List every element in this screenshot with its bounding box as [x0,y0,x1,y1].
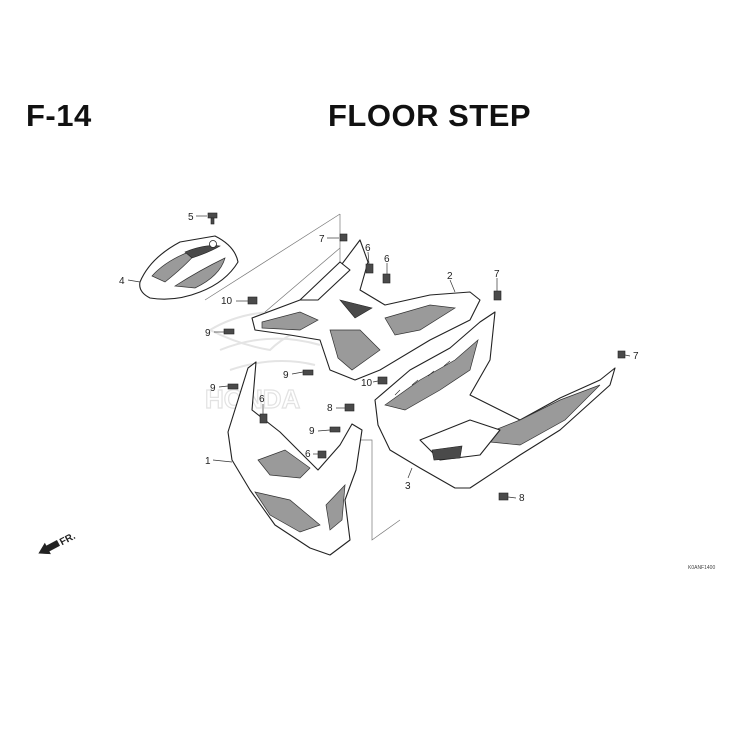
fasteners [207,212,626,501]
leader-lines [127,215,631,499]
callout-10a: 10 [221,296,233,307]
clip-6d [317,450,327,459]
part-3-floor-step [374,311,616,489]
clip-6a [365,263,374,274]
callout-6c: 6 [259,394,265,405]
callout-4: 4 [119,276,125,287]
callout-8a: 8 [327,403,333,414]
callout-8b: 8 [519,493,525,504]
callout-1: 1 [205,456,211,467]
callout-2: 2 [447,271,453,282]
callout-6a: 6 [365,243,371,254]
part-4-top-cover [139,235,239,300]
screw-10a [247,296,258,305]
part-1-front-cover [227,361,363,556]
clip-7a [339,233,348,242]
callout-7b: 7 [494,269,500,280]
clip-6c [259,413,268,424]
callout-5: 5 [188,212,194,223]
page-code: F-14 [26,98,92,133]
part-2-center-panel [251,239,481,381]
callout-6d: 6 [305,449,311,460]
screw-9a [223,328,235,335]
screw-10b [377,376,388,385]
bolt-5 [207,212,218,225]
bolt-8a [344,403,355,412]
clip-7b [493,290,502,301]
page-title: FLOOR STEP [328,98,532,133]
clip-6b [382,273,391,284]
callout-9a: 9 [205,328,211,339]
callout-7c: 7 [633,351,639,362]
front-direction-label: FR. [58,531,78,548]
callout-6b: 6 [384,254,390,265]
screw-9b [302,369,314,376]
callout-10b: 10 [361,378,373,389]
callouts: 5 4 7 6 6 2 7 7 10 9 9 9 10 6 8 9 1 6 3 … [119,212,639,504]
callout-9d: 9 [309,426,315,437]
reference-code: K0ANF1400 [688,565,715,571]
callout-9c: 9 [210,383,216,394]
screw-9c [227,383,239,390]
callout-9b: 9 [283,370,289,381]
callout-7a: 7 [319,234,325,245]
front-direction-arrow: FR. [38,531,78,555]
assembly-guide-lines [204,213,401,541]
screw-9d [329,426,341,433]
callout-3: 3 [405,481,411,492]
bolt-8b [498,492,509,501]
clip-7c [617,350,626,359]
